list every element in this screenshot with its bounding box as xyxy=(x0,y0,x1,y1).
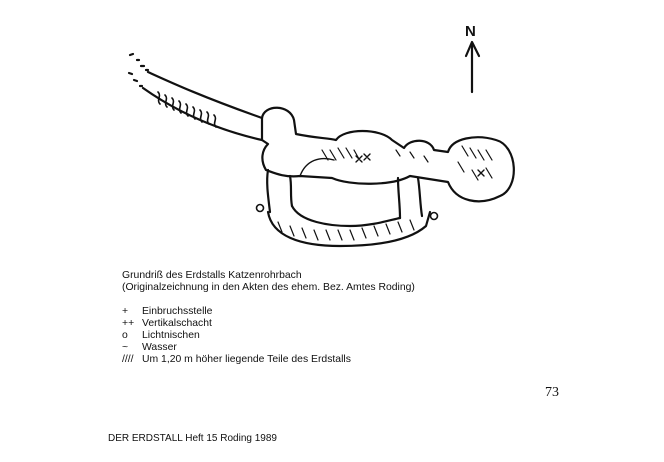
legend-label: Um 1,20 m höher liegende Teile des Erdst… xyxy=(142,354,351,365)
legend-label: Lichtnischen xyxy=(142,330,200,341)
north-arrow xyxy=(464,40,481,94)
entry-passage xyxy=(127,52,264,142)
legend-label: Vertikalschacht xyxy=(142,318,212,329)
north-label: N xyxy=(465,23,476,40)
legend-symbol: + xyxy=(122,306,129,317)
page-footer: DER ERDSTALL Heft 15 Roding 1989 xyxy=(108,433,277,444)
lower-loop-passage xyxy=(255,203,439,248)
legend-label: Einbruchsstelle xyxy=(142,306,213,317)
legend-symbol: ++ xyxy=(122,318,135,329)
legend-label: Wasser xyxy=(142,342,177,353)
figure-caption: Grundriß des Erdstalls Katzenrohrbach (O… xyxy=(122,270,415,295)
legend-symbol: ~ xyxy=(122,342,129,353)
caption-title: Grundriß des Erdstalls Katzenrohrbach xyxy=(122,270,302,281)
legend-symbol: o xyxy=(122,330,128,341)
legend-symbol: //// xyxy=(122,354,134,365)
page-number: 73 xyxy=(545,385,559,400)
upper-passage xyxy=(260,106,515,220)
caption-source: (Originalzeichnung in den Akten des ehem… xyxy=(122,282,415,294)
